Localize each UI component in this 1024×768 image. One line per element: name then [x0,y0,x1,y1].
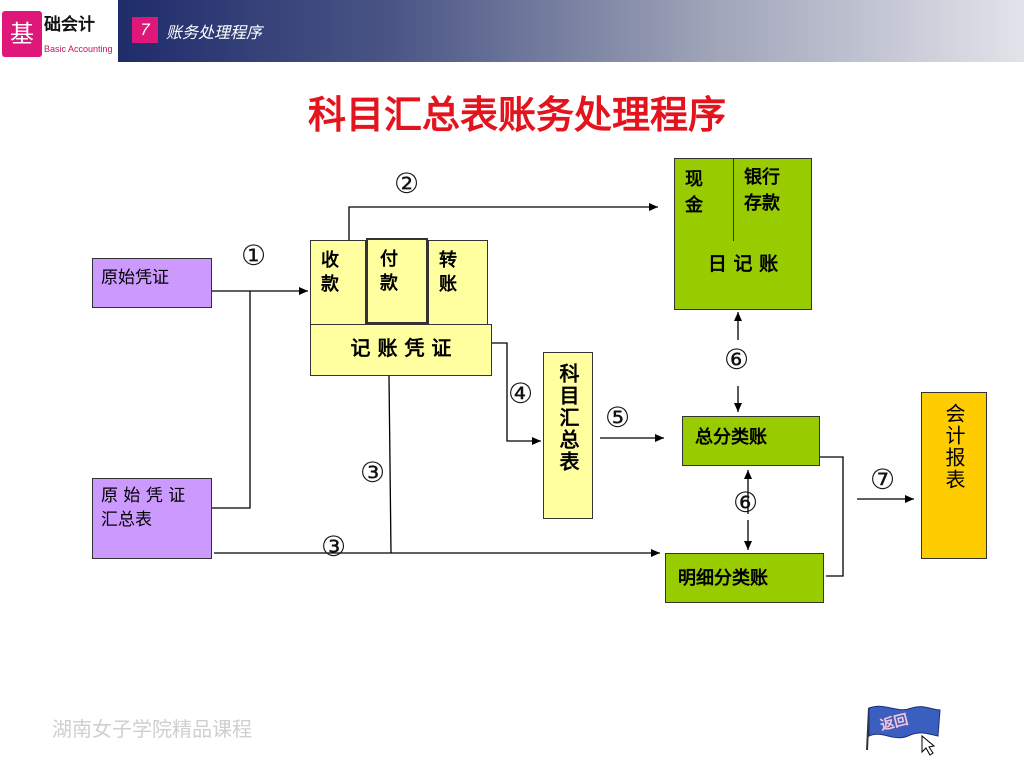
original-voucher-summary-box: 原 始 凭 证 汇总表 [92,478,212,559]
transfer-voucher: 转 账 [428,240,488,326]
step-5-label: ⑤ [605,401,631,434]
connector-ledgers-bracket [820,456,844,577]
detail-ledger-box: 明细分类账 [665,553,824,603]
journal-box: 日 记 账 [674,241,812,310]
logo-badge: 基 [2,11,42,57]
receipt-voucher: 收 款 [310,240,366,326]
financial-report-box: 会计报表 [921,392,987,559]
connector-summary-to-vouchers [212,291,251,509]
header-gradient-bar [118,0,1024,62]
account-summary-table: 科目汇总表 [543,352,593,519]
general-ledger-box: 总分类账 [682,416,820,466]
step-2-label: ② [394,167,420,200]
step-3-label-bottom: ③ [321,530,347,563]
flag-icon [866,705,941,756]
bank-deposit-journal: 银行 存款 [733,158,812,242]
cash-journal: 现 金 [674,158,734,242]
back-button[interactable]: 返回 [860,700,950,756]
step-6-label-bottom: ⑥ [733,486,759,519]
chapter-title: 账务处理程序 [166,23,263,42]
payment-voucher: 付 款 [366,238,428,324]
step-3-label: ③ [360,456,386,489]
step-4-label: ④ [508,377,534,410]
step-7-label: ⑦ [870,463,896,496]
header: 基 础会计 Basic Accounting 7 账务处理程序 [0,0,1024,62]
logo-subtitle: Basic Accounting [44,44,113,54]
voucher-box: 记 账 凭 证 [310,324,492,376]
page-title: 科目汇总表账务处理程序 [307,93,726,137]
connector-voucher-down [388,375,392,554]
chapter-number: 7 [132,17,158,43]
original-voucher-box: 原始凭证 [92,258,212,308]
step-6-label-top: ⑥ [724,343,750,376]
footer-course-name: 湖南女子学院精品课程 [52,717,252,741]
logo-title: 础会计 [44,15,95,35]
step-1-label: ① [241,239,267,272]
arrow-to-journal [348,203,658,240]
arrow-to-summary-table [492,342,541,445]
